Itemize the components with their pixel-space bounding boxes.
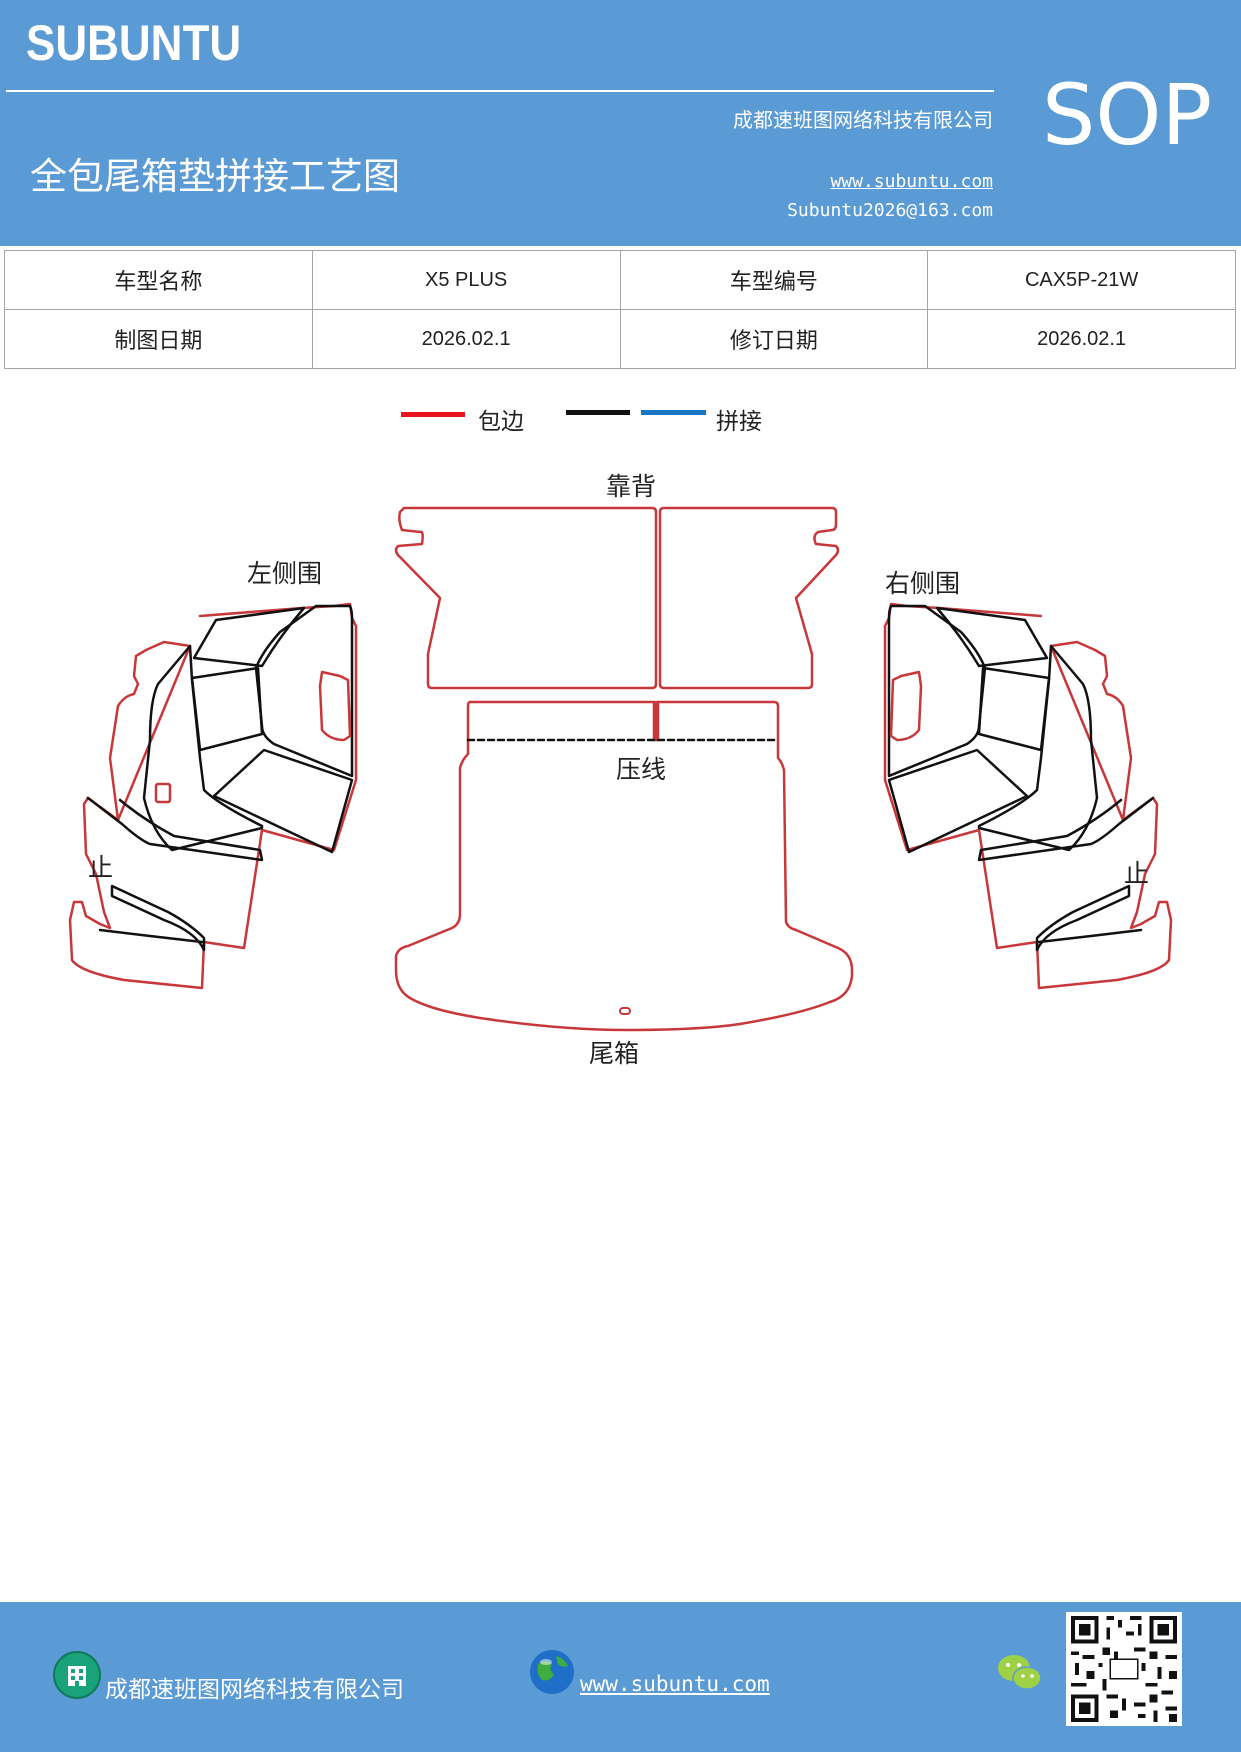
footer-company: 成都速班图网络科技有限公司 xyxy=(105,1677,404,1703)
legend: 包边 拼接 xyxy=(0,398,1241,438)
splice-legend-label: 拼接 xyxy=(716,409,762,435)
draw-date-label: 制图日期 xyxy=(4,309,313,369)
trunk-slot xyxy=(619,1007,631,1015)
header-divider xyxy=(6,90,994,92)
trunk-floor-panel xyxy=(394,700,854,1032)
doc-type-label: SOP xyxy=(1042,66,1213,164)
brand-logo: SUBUNTU xyxy=(26,15,242,71)
table-row: 制图日期 2026.02.1 修订日期 2026.02.1 xyxy=(4,309,1236,369)
backrest-left-panel xyxy=(394,506,658,690)
draw-date-value: 2026.02.1 xyxy=(311,309,621,369)
header-company: 成都速班图网络科技有限公司 xyxy=(733,108,993,132)
model-code-label: 车型编号 xyxy=(619,250,929,310)
right-small-mark: 止 xyxy=(1124,859,1149,888)
trunk-label: 尾箱 xyxy=(589,1039,639,1068)
qr-code xyxy=(1066,1612,1182,1726)
edge-legend-label: 包边 xyxy=(478,409,524,435)
header-banner: SUBUNTU 成都速班图网络科技有限公司 全包尾箱垫拼接工艺图 www.sub… xyxy=(0,0,1241,246)
model-name-value: X5 PLUS xyxy=(311,250,621,310)
building-icon xyxy=(53,1651,101,1699)
header-website-link[interactable]: www.subuntu.com xyxy=(830,171,993,192)
backrest-label: 靠背 xyxy=(606,472,656,501)
footer-website-link[interactable]: www.subuntu.com xyxy=(580,1672,770,1696)
page-title: 全包尾箱垫拼接工艺图 xyxy=(30,155,400,198)
splice-legend-swatch xyxy=(641,410,706,415)
left-small-mark: 止 xyxy=(88,853,113,882)
revise-date-label: 修订日期 xyxy=(619,309,929,369)
right-side-wall xyxy=(883,602,1173,990)
wechat-icon xyxy=(998,1655,1042,1690)
black-legend-swatch xyxy=(566,410,630,415)
mat-diagram: 靠背 左侧围 右侧围 压线 尾箱 止 止 xyxy=(68,472,1173,1068)
backrest-right-panel xyxy=(658,506,840,690)
model-name-label: 车型名称 xyxy=(4,250,313,310)
header-email[interactable]: Subuntu2026@163.com xyxy=(787,200,993,221)
right-side-label: 右侧围 xyxy=(885,569,960,598)
press-line-label: 压线 xyxy=(616,755,666,784)
table-row: 车型名称 X5 PLUS 车型编号 CAX5P-21W xyxy=(4,250,1236,310)
edge-legend-swatch xyxy=(401,412,465,417)
model-code-value: CAX5P-21W xyxy=(927,250,1236,310)
footer-banner: 成都速班图网络科技有限公司 www.subuntu.com xyxy=(0,1602,1241,1752)
globe-icon xyxy=(530,1650,574,1694)
left-side-wall xyxy=(68,602,358,990)
vehicle-info-table: 车型名称 X5 PLUS 车型编号 CAX5P-21W 制图日期 2026.02… xyxy=(4,250,1236,369)
left-side-label: 左侧围 xyxy=(247,559,322,588)
revise-date-value: 2026.02.1 xyxy=(927,309,1236,369)
